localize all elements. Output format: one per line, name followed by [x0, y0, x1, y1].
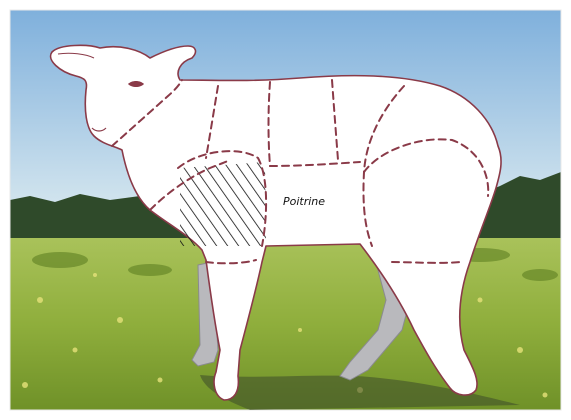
label-poitrine: Poitrine: [283, 195, 325, 208]
hatched-cut-region: [172, 158, 272, 250]
